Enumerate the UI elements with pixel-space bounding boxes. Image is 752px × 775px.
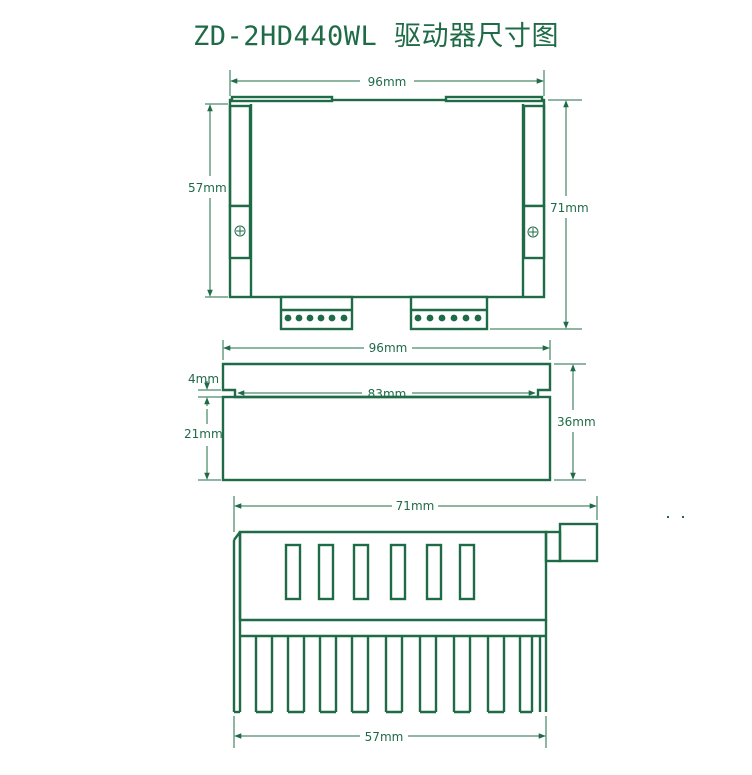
top-view-body	[228, 98, 546, 299]
dim-label: 4mm	[188, 372, 219, 386]
dim-top-width: 96mm	[229, 70, 545, 96]
dim-label: 71mm	[550, 201, 589, 215]
dim-side-inner-width: 83mm	[237, 387, 536, 401]
end-view-tab	[544, 530, 562, 563]
screw-icon	[527, 226, 539, 238]
heatsink-fins	[254, 636, 534, 714]
screw-icon	[234, 225, 246, 237]
dim-label: 57mm	[365, 730, 404, 744]
dim-label: 36mm	[557, 415, 596, 429]
dim-top-inner-height: 57mm	[188, 103, 228, 298]
dim-label: 21mm	[184, 427, 223, 441]
dim-side-width: 96mm	[222, 340, 551, 360]
dim-top-outer-height: 71mm	[490, 99, 589, 330]
dim-label: 83mm	[368, 387, 407, 401]
dim-side-body-height: 21mm	[184, 409, 223, 481]
dim-side-total-height: 36mm	[554, 363, 596, 481]
speck	[667, 516, 669, 518]
page-title: ZD-2HD440WL 驱动器尺寸图	[192, 21, 560, 52]
end-view: 71mm 57mm	[232, 496, 599, 748]
terminal-block-left	[279, 295, 354, 331]
dim-label: 57mm	[188, 181, 227, 195]
speck	[682, 516, 684, 518]
dim-label: 96mm	[369, 341, 408, 355]
dim-label: 71mm	[396, 499, 435, 513]
terminal-block-right	[409, 295, 489, 331]
dim-end-bottom-width: 57mm	[233, 716, 547, 748]
top-view: 96mm 57mm 71mm	[188, 70, 589, 331]
dim-end-top-width: 71mm	[233, 496, 598, 532]
dim-side-notch: 4mm	[188, 372, 233, 406]
dim-label: 96mm	[368, 75, 407, 89]
side-view: 96mm 83mm 4mm 21mm 36	[184, 340, 596, 482]
